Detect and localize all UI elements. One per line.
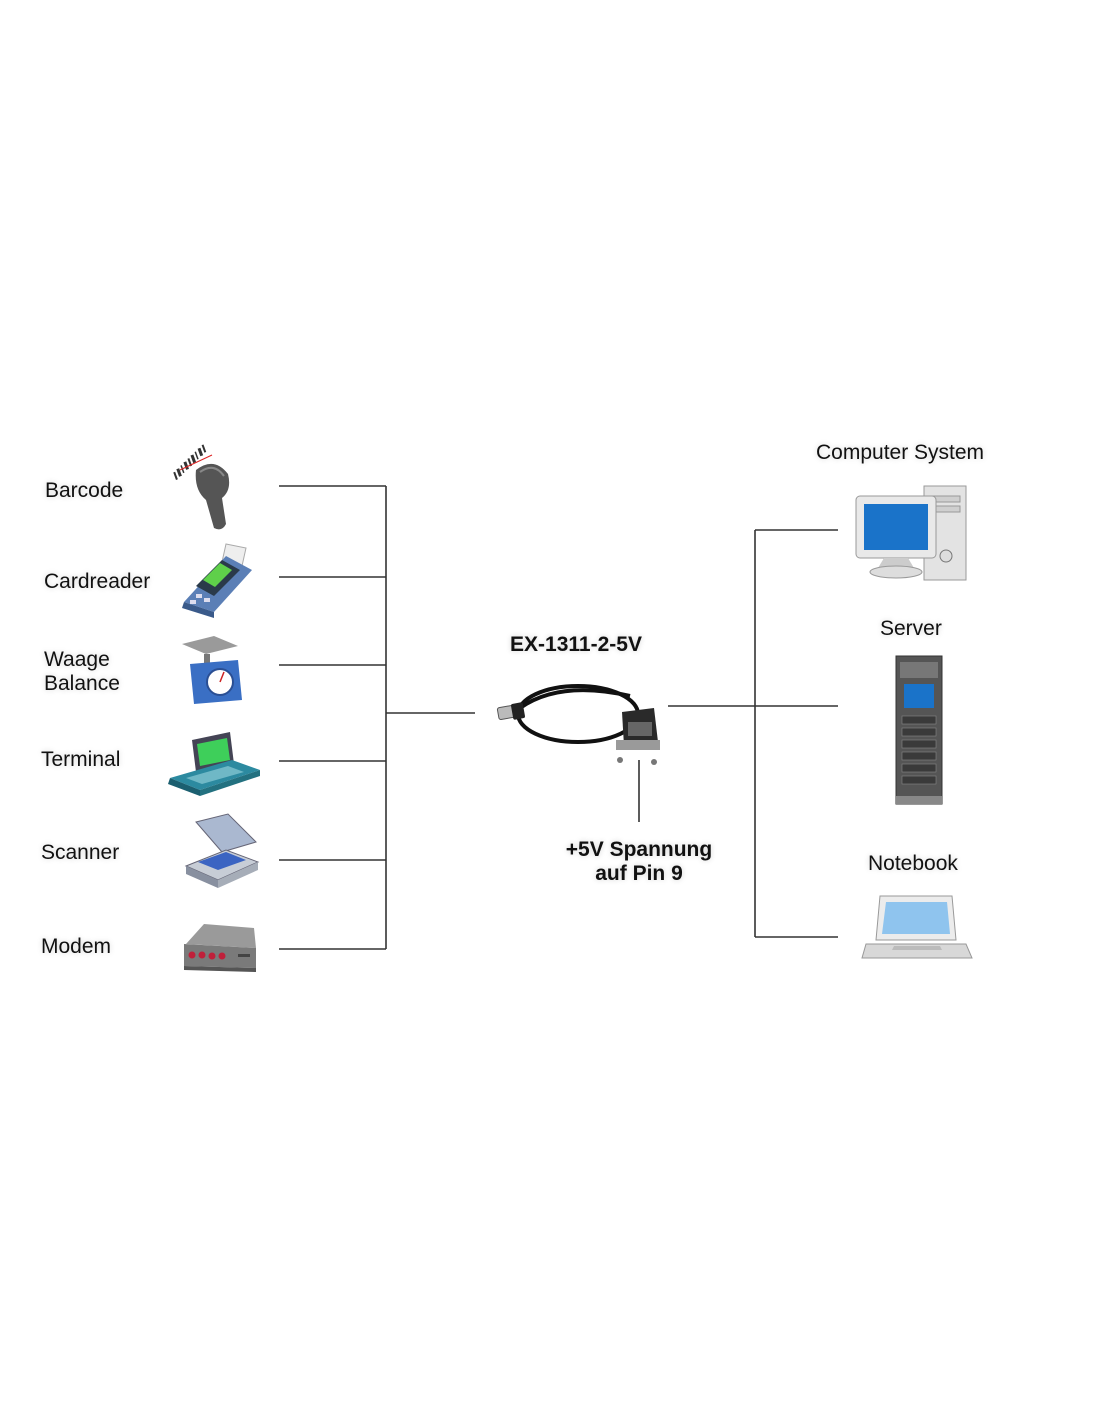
label-modem: Modem [41, 935, 112, 958]
label-server: Server [880, 617, 942, 640]
label-notebook: Notebook [868, 852, 958, 875]
barcode-scanner-icon [173, 444, 230, 530]
desktop-computer-icon [855, 485, 967, 581]
label-product: EX-1311-2-5V [510, 633, 642, 656]
laptop-icon [861, 895, 973, 959]
card-reader-icon [182, 543, 252, 618]
label-note-line1: +5V Spannung [565, 838, 713, 861]
label-terminal: Terminal [41, 748, 121, 771]
label-scale: Waage Balance [44, 648, 120, 695]
server-rack-icon [895, 655, 943, 805]
label-computer-system: Computer System [816, 441, 985, 464]
terminal-icon [168, 732, 260, 796]
modem-icon [184, 924, 256, 972]
label-note-line2: auf Pin 9 [595, 862, 683, 885]
label-barcode: Barcode [45, 479, 124, 502]
flatbed-scanner-icon [184, 813, 260, 888]
label-cardreader: Cardreader [44, 570, 151, 593]
scale-icon [182, 636, 242, 704]
usb-serial-cable-icon [496, 684, 660, 765]
label-scanner: Scanner [41, 841, 120, 864]
